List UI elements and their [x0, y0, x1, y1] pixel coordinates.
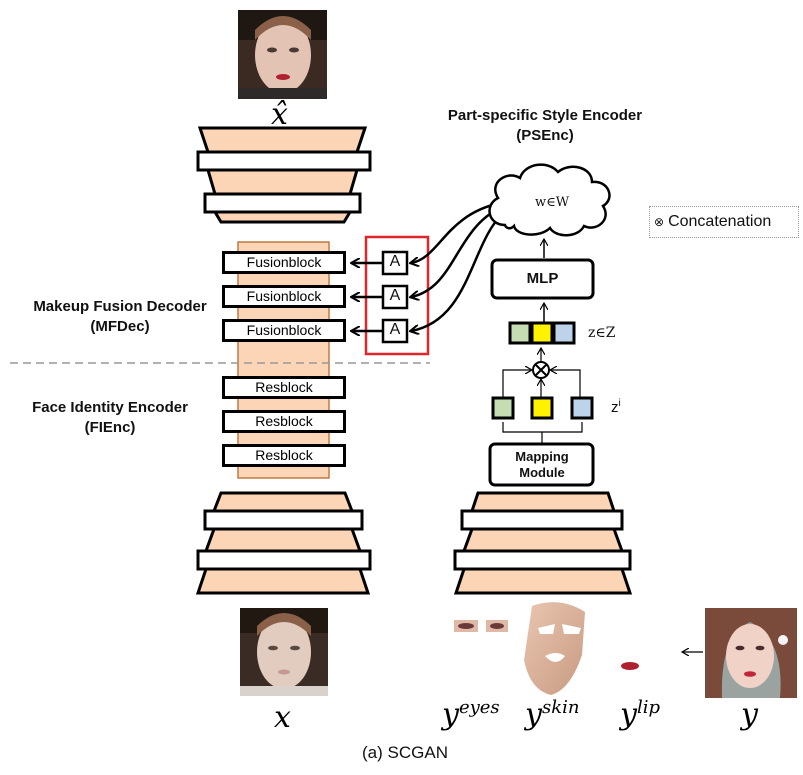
fienc-title: Face Identity Encoder [32, 399, 188, 416]
zi-blue-square [570, 396, 594, 420]
feature-column [237, 241, 330, 479]
zi-green-square [491, 396, 515, 420]
x-label: x [274, 700, 291, 735]
fusionblock-1: Fusionblock [222, 251, 346, 274]
skin-crop-image [524, 602, 585, 695]
decoder-trapezoid-stack [196, 126, 372, 224]
z-space-label: z∈Z [588, 325, 616, 341]
output-face-photo [238, 10, 327, 99]
psenc-title: Part-specific Style Encoder [447, 107, 643, 124]
w-space-cloud [488, 163, 611, 237]
concatenation-icon [532, 361, 550, 379]
mfdec-title: Makeup Fusion Decoder [33, 298, 207, 315]
figure-caption: (a) SCGAN [362, 743, 448, 762]
style-arrow-2 [411, 206, 501, 297]
y-label: y [741, 697, 758, 732]
reference-face-photo [705, 608, 797, 698]
zi-base: z [611, 399, 619, 416]
z-yellow-square [530, 321, 554, 345]
zi-label: zi [611, 398, 621, 416]
y-skin-label: yskin [525, 697, 579, 732]
w-space-label: w∈W [534, 195, 570, 210]
resblock-3: Resblock [222, 444, 346, 467]
y-eyes-sup: eyes [458, 697, 500, 718]
y-eyes-base: y [442, 697, 459, 732]
fusionblock-3: Fusionblock [222, 319, 346, 342]
adain-label-1: A [389, 253, 401, 270]
resblock-1: Resblock [222, 376, 346, 399]
y-lip-base: y [620, 697, 637, 732]
fienc-abbr: (FIEnc) [84, 419, 136, 436]
eyes-crop-image [454, 620, 508, 632]
y-eyes-label: yeyes [442, 697, 500, 732]
mlp-label: MLP [526, 270, 559, 287]
y-lip-label: ylip [620, 697, 660, 732]
adain-highlight-box [364, 235, 430, 356]
y-skin-base: y [525, 697, 542, 732]
style-arrow-3 [411, 212, 504, 331]
y-lip-sup: lip [636, 697, 660, 718]
y-skin-sup: skin [541, 697, 580, 718]
psenc-abbr: (PSEnc) [516, 127, 574, 144]
mapping-module-label: Mapping Module [515, 449, 569, 480]
style-arrow-1 [411, 201, 501, 263]
source-face-photo [240, 608, 328, 696]
concatenation-legend: ⊗ Concatenation [649, 206, 799, 238]
mapping-module-box [488, 442, 595, 487]
mfdec-abbr: (MFDec) [90, 318, 150, 335]
adain-label-3: A [389, 321, 401, 338]
style-encoder-trapezoid-stack [453, 491, 633, 595]
z-green-square [508, 321, 532, 345]
encoder-trapezoid-stack [195, 491, 372, 595]
x-hat-label: x̂ [271, 97, 288, 132]
adain-label-2: A [389, 287, 401, 304]
resblock-2: Resblock [222, 410, 346, 433]
legend-concat-icon: ⊗ [654, 215, 665, 229]
fusionblock-2: Fusionblock [222, 285, 346, 308]
legend-text: Concatenation [668, 213, 772, 230]
lip-crop-image [621, 662, 639, 670]
zi-yellow-square [530, 396, 554, 420]
zi-sup: i [618, 398, 621, 409]
mlp-box [490, 258, 595, 300]
z-blue-square [552, 321, 576, 345]
